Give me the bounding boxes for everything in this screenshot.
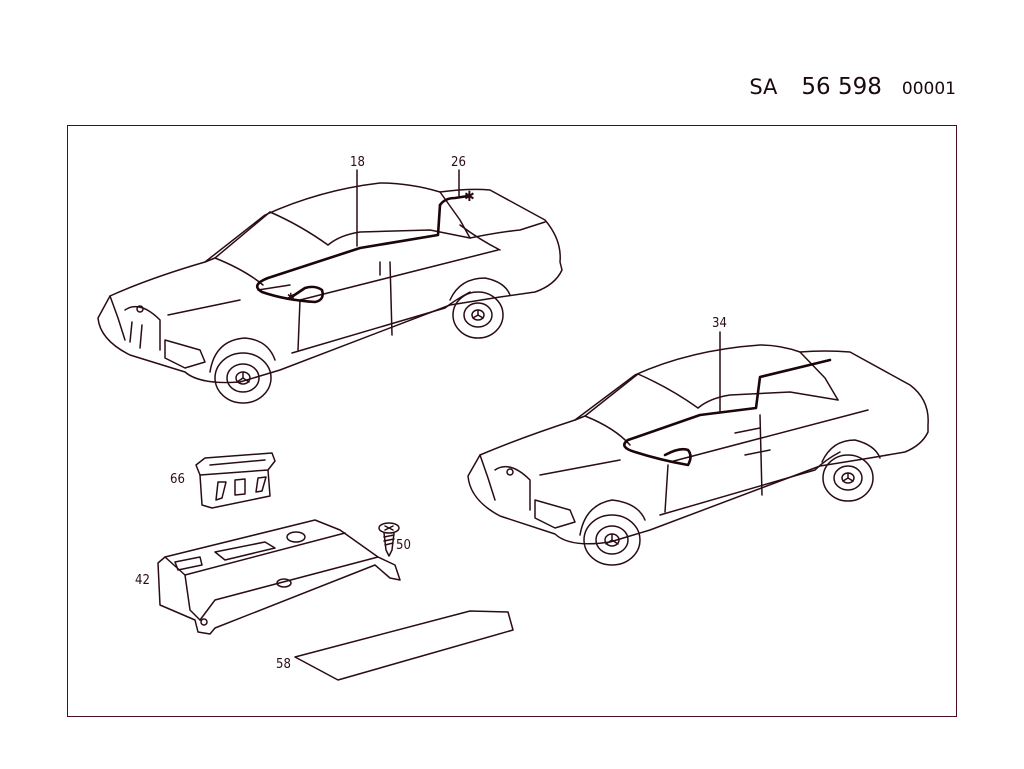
callout-58: 58: [276, 657, 291, 672]
header-suffix: 00001: [901, 79, 956, 99]
drawing-header: SA 56 598 00001: [749, 74, 956, 100]
screw-part: [378, 522, 400, 557]
callout-50: 50: [396, 538, 411, 553]
callout-26: 26: [451, 155, 466, 170]
callout-66: 66: [170, 472, 185, 487]
svg-text:✱: ✱: [464, 189, 475, 205]
header-prefix: SA: [749, 75, 778, 99]
svg-text:✱: ✱: [287, 292, 295, 303]
callout-18: 18: [350, 155, 365, 170]
car-2-illustration: [467, 344, 929, 566]
pad-part: [294, 610, 514, 681]
car-1-illustration: ✱ ✱: [97, 182, 563, 404]
switch-housing-part: [195, 452, 276, 509]
bracket-part: [157, 519, 401, 635]
callout-34: 34: [712, 316, 727, 331]
callout-42: 42: [135, 573, 150, 588]
diagram-frame: [67, 125, 957, 717]
header-number: 56 598: [801, 74, 882, 100]
